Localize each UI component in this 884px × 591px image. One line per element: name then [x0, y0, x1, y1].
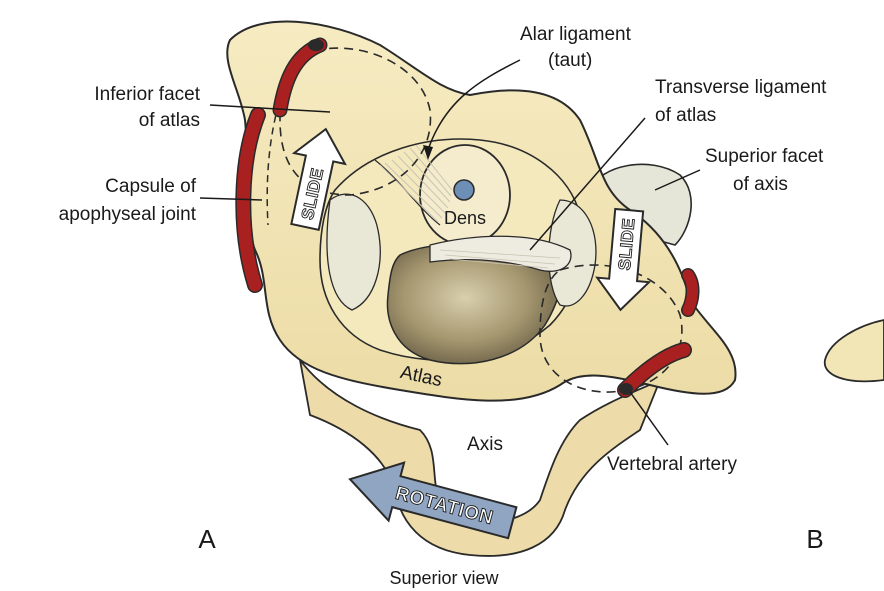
panel-label-b: B — [806, 524, 823, 554]
label-superior-facet-2: of axis — [733, 174, 788, 195]
panel-b-bone-edge — [825, 320, 884, 381]
label-capsule-1: Capsule of — [105, 176, 197, 197]
label-superior-facet-1: Superior facet — [705, 146, 824, 167]
label-inferior-facet-2: of atlas — [139, 110, 200, 131]
label-transverse-1: Transverse ligament — [655, 77, 827, 98]
label-alar-2: (taut) — [548, 50, 592, 71]
label-vertebral-artery: Vertebral artery — [607, 454, 737, 475]
label-transverse-2: of atlas — [655, 105, 716, 126]
label-inferior-facet-1: Inferior facet — [94, 84, 200, 105]
label-capsule-2: apophyseal joint — [59, 204, 197, 225]
caption-superior-view: Superior view — [389, 568, 499, 588]
panel-label-a: A — [198, 524, 216, 554]
label-alar-1: Alar ligament — [520, 24, 632, 45]
dens-dot — [454, 180, 474, 200]
label-axis: Axis — [467, 434, 503, 455]
label-dens: Dens — [444, 208, 486, 228]
